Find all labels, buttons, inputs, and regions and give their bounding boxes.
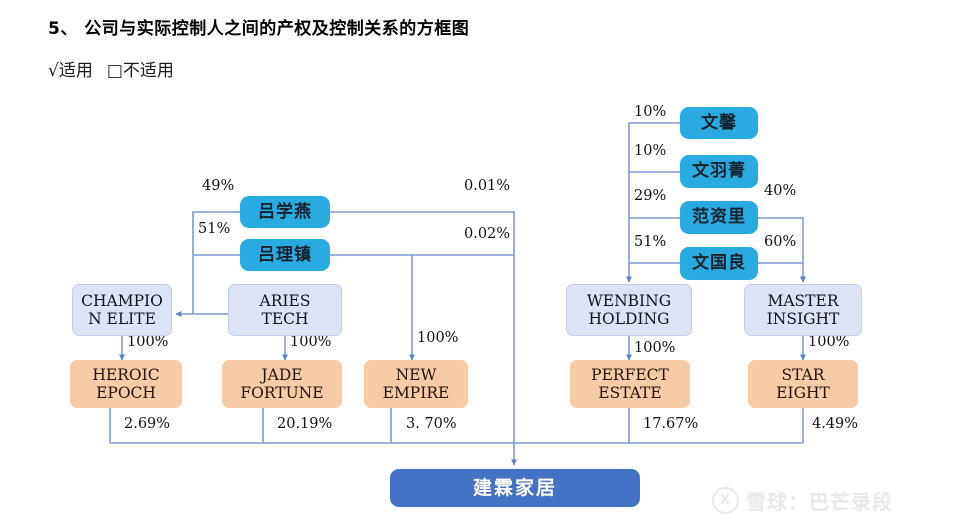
node-label-line2: EPOCH — [96, 384, 156, 402]
node-label-line1: WENBING — [586, 291, 672, 310]
node-label-line2: N ELITE — [88, 310, 156, 328]
node-label: 吕学燕 — [258, 201, 312, 222]
edge-label-2019: 20.19% — [277, 416, 333, 432]
node-label: 文馨 — [701, 112, 737, 133]
node-wen-xin[interactable]: 文馨 — [680, 107, 758, 139]
edge-label-100-champion: 100% — [127, 334, 169, 350]
edge-label-001: 0.01% — [464, 178, 511, 194]
edge-label-370: 3. 70% — [406, 416, 457, 432]
edge-label-51-left: 51% — [198, 221, 231, 237]
applicable-label: 适用 — [58, 61, 93, 81]
node-label: 建霖家居 — [472, 476, 557, 499]
node-wenbing-holding[interactable]: WENBING HOLDING — [566, 284, 692, 336]
node-lv-xueyan[interactable]: 吕学燕 — [240, 196, 330, 228]
node-jade-fortune[interactable]: JADE FORTUNE — [222, 360, 342, 408]
edge-label-10-wenyujing: 10% — [634, 143, 667, 159]
edge-label-29: 29% — [634, 188, 667, 204]
edge-label-100-master: 100% — [808, 334, 850, 350]
node-label-line1: PERFECT — [591, 365, 669, 384]
node-label-line1: ARIES — [259, 291, 311, 310]
edge-label-60: 60% — [764, 234, 797, 250]
node-lv-lizhen[interactable]: 吕理镇 — [240, 239, 330, 271]
node-label-line2: INSIGHT — [766, 310, 840, 328]
node-label: 文国良 — [692, 253, 746, 274]
edge-label-1767: 17.67% — [643, 416, 699, 432]
not-applicable-checkbox[interactable]: □ — [106, 61, 123, 81]
node-aries-tech[interactable]: ARIES TECH — [228, 284, 342, 336]
node-fan-zili[interactable]: 范资里 — [680, 201, 758, 234]
edge-label-269: 2.69% — [124, 416, 171, 432]
node-label-line1: MASTER — [767, 291, 839, 310]
xueqiu-logo-icon: X — [712, 487, 739, 514]
node-label-line1: JADE — [261, 365, 303, 384]
node-label-line2: EMPIRE — [382, 384, 450, 402]
node-label-line1: NEW — [395, 365, 437, 384]
watermark: X 雪球：巴芒录段 — [712, 486, 893, 515]
node-label-line2: TECH — [261, 310, 309, 328]
edge-label-49: 49% — [202, 178, 235, 194]
not-applicable-label: 不适用 — [122, 61, 174, 81]
watermark-text: 雪球：巴芒录段 — [746, 490, 893, 514]
node-label-line2: EIGHT — [776, 384, 830, 402]
applicability-line: √适用 □不适用 — [48, 56, 174, 81]
edge-label-100-new: 100% — [417, 330, 459, 346]
node-wen-guoliang[interactable]: 文国良 — [680, 247, 758, 280]
applicable-checkbox[interactable]: √ — [48, 61, 59, 81]
node-star-eight[interactable]: STAR EIGHT — [748, 360, 858, 408]
edge-label-51-right: 51% — [634, 234, 667, 250]
node-wen-yujing[interactable]: 文羽菁 — [680, 155, 758, 188]
node-master-insight[interactable]: MASTER INSIGHT — [744, 284, 862, 336]
node-label-line1: HEROIC — [92, 365, 160, 384]
node-champion-elite[interactable]: CHAMPIO N ELITE — [72, 284, 172, 336]
node-label: 文羽菁 — [692, 161, 746, 182]
node-label-line1: CHAMPIO — [81, 291, 163, 310]
node-label-line1: STAR — [781, 365, 825, 384]
node-label: 范资里 — [692, 207, 746, 228]
edge-label-100-aries: 100% — [290, 334, 332, 350]
edge-label-449: 4.49% — [812, 416, 859, 432]
node-jianlin-jiaju[interactable]: 建霖家居 — [390, 469, 640, 507]
node-label-line2: FORTUNE — [240, 384, 324, 402]
edge-label-10-wenxin: 10% — [634, 104, 667, 120]
node-label-line2: HOLDING — [588, 310, 670, 328]
node-label: 吕理镇 — [258, 244, 312, 265]
node-label-line2: ESTATE — [598, 384, 662, 402]
page-title: 5、 公司与实际控制人之间的产权及控制关系的方框图 — [48, 19, 470, 39]
edge-label-40: 40% — [764, 183, 797, 199]
node-heroic-epoch[interactable]: HEROIC EPOCH — [70, 360, 182, 408]
node-perfect-estate[interactable]: PERFECT ESTATE — [570, 360, 690, 408]
edge-label-002: 0.02% — [464, 226, 511, 242]
edge-label-100-wenbing: 100% — [634, 340, 676, 356]
node-new-empire[interactable]: NEW EMPIRE — [364, 360, 468, 408]
